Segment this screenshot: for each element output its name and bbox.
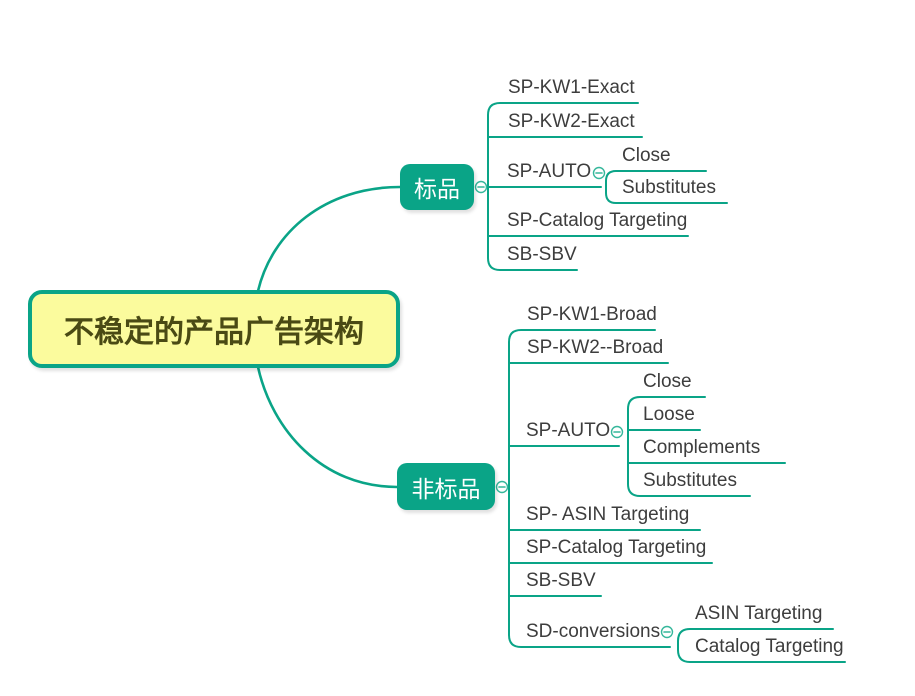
topic-catalog-targeting[interactable]: Catalog Targeting [695,636,844,657]
topic-close[interactable]: Close [643,371,692,392]
main-topic-non-standard-product[interactable]: 非标品 [397,463,495,510]
topic-sp-auto[interactable]: SP-AUTO [507,161,592,182]
branch-1-auto-children-bracket [605,170,728,204]
topic-sp-catalog-targeting[interactable]: SP-Catalog Targeting [507,210,688,231]
topic-substitutes[interactable]: Substitutes [622,177,716,198]
root-topic[interactable]: 不稳定的产品广告架构 [28,290,400,368]
main-topic-standard-product[interactable]: 标品 [400,164,474,210]
topic-sp-auto[interactable]: SP-AUTO [526,420,611,441]
topic-complements[interactable]: Complements [643,437,761,458]
branch-2-trunk [508,329,671,648]
topic-loose[interactable]: Loose [643,404,695,425]
collapse-icon[interactable] [660,625,674,639]
topic-sb-sbv[interactable]: SB-SBV [507,244,577,265]
topic-asin-targeting[interactable]: ASIN Targeting [695,603,823,624]
collapse-icon[interactable] [592,166,606,180]
topic-substitutes[interactable]: Substitutes [643,470,737,491]
topic-sb-sbv[interactable]: SB-SBV [526,570,596,591]
connector-root-to-branch-1 [256,185,402,293]
branch-2-sd-children-bracket [677,628,846,663]
branch-2-auto-children-bracket [627,396,751,497]
topic-sp-asin-targeting[interactable]: SP- ASIN Targeting [526,504,690,525]
topic-sp-kw1-exact[interactable]: SP-KW1-Exact [508,77,635,98]
collapse-icon[interactable] [495,480,509,494]
topic-sd-conversions[interactable]: SD-conversions [526,621,661,642]
collapse-icon[interactable] [474,180,488,194]
connector-root-to-branch-2 [256,365,399,489]
topic-sp-kw2-broad[interactable]: SP-KW2--Broad [527,337,664,358]
topic-sp-kw2-exact[interactable]: SP-KW2-Exact [508,111,635,132]
topic-close[interactable]: Close [622,145,671,166]
topic-sp-kw1-broad[interactable]: SP-KW1-Broad [527,304,657,325]
collapse-icon[interactable] [610,425,624,439]
topic-sp-catalog-targeting[interactable]: SP-Catalog Targeting [526,537,707,558]
